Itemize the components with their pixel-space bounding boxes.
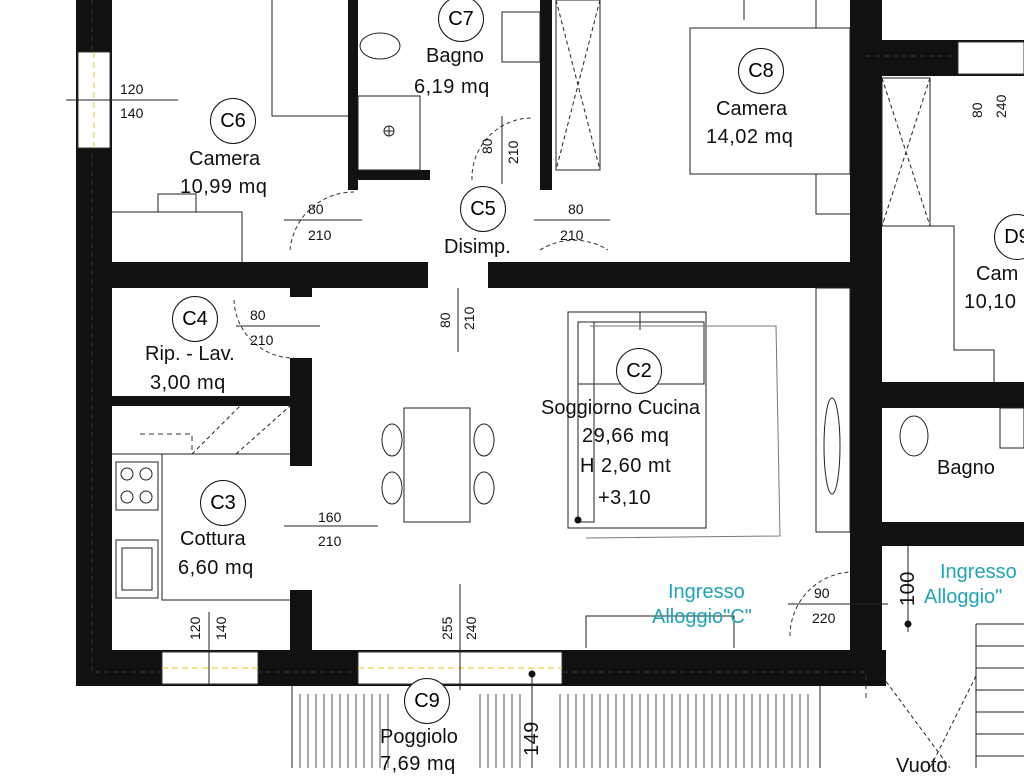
dashed-perimeter: [91, 0, 1024, 700]
room-c2-height: H 2,60 mt: [580, 455, 672, 477]
dim-ingresso-100: 100: [897, 571, 919, 606]
room-c4-name: Rip. - Lav.: [145, 343, 235, 365]
room-c8-name: Camera: [716, 98, 788, 120]
dim-door-c4-h: 210: [250, 332, 274, 348]
dim-door-c8-w: 80: [568, 201, 584, 217]
badge-c9: C9: [404, 678, 450, 724]
room-d9-name: Cam: [976, 263, 1019, 285]
room-c2-level: +3,10: [598, 487, 652, 509]
dim-door-ingresso-w: 90: [814, 585, 830, 601]
dim-window-left-bot: 140: [120, 105, 144, 121]
room-c9-area: 7,69 mq: [380, 753, 456, 775]
dimension-lines: [66, 99, 909, 768]
badge-c3: C3: [200, 480, 246, 526]
room-c2-name: Soggiorno Cucina: [541, 397, 700, 419]
badge-c6: C6: [210, 98, 256, 144]
entrance-d-line2: Alloggio": [924, 586, 1003, 608]
room-c7-area: 6,19 mq: [414, 76, 490, 98]
room-c3-area: 6,60 mq: [178, 557, 254, 579]
room-c3-name: Cottura: [180, 528, 246, 550]
badge-c7: C7: [438, 0, 484, 42]
dim-window-cottura-b: 140: [213, 616, 229, 640]
dimension-dots: [528, 516, 912, 678]
room-c5-name: Disimp.: [444, 236, 511, 258]
entrance-c-line2: Alloggio"C": [652, 606, 752, 628]
furniture: [112, 0, 1024, 768]
dim-window-poggiolo-a: 255: [439, 616, 455, 640]
room-c7-name: Bagno: [426, 45, 484, 67]
entrance-c-line1: Ingresso: [668, 581, 745, 603]
badge-c5: C5: [460, 186, 506, 232]
dim-window-right-a: 80: [969, 102, 985, 118]
dim-opening-kitchen-w: 160: [318, 509, 342, 525]
dim-door-c8-h: 210: [560, 227, 584, 243]
room-d9-area: 10,10: [964, 291, 1017, 313]
dim-door-c6-w: 80: [308, 201, 324, 217]
room-c6-area: 10,99 mq: [180, 176, 268, 198]
room-c8-area: 14,02 mq: [706, 126, 794, 148]
room-vuoto-name: Vuoto: [896, 755, 948, 777]
room-c9-name: Poggiolo: [380, 726, 458, 748]
dim-window-right-b: 240: [993, 94, 1009, 118]
dim-door-c7-w: 80: [479, 138, 495, 154]
room-c6-name: Camera: [189, 148, 261, 170]
dim-door-ingresso-h: 220: [812, 610, 836, 626]
room-c2-area: 29,66 mq: [582, 425, 670, 447]
balcony-hatch: [299, 694, 809, 768]
room-c4-area: 3,00 mq: [150, 372, 226, 394]
badge-c8: C8: [738, 48, 784, 94]
dim-window-cottura-a: 120: [187, 616, 203, 640]
door-swings: [233, 117, 851, 637]
dim-door-c7-h: 210: [505, 140, 521, 164]
dim-window-left-top: 120: [120, 81, 144, 97]
dim-door-soggiorno-w: 80: [437, 312, 453, 328]
badge-c2: C2: [616, 348, 662, 394]
dim-door-c4-w: 80: [250, 307, 266, 323]
dim-poggiolo-149: 149: [521, 721, 543, 756]
badge-c4: C4: [172, 296, 218, 342]
room-bagno-right-name: Bagno: [937, 457, 995, 479]
dim-opening-kitchen-h: 210: [318, 533, 342, 549]
entrance-d-line1: Ingresso: [940, 561, 1017, 583]
dim-door-c6-h: 210: [308, 227, 332, 243]
dim-door-soggiorno-h: 210: [461, 306, 477, 330]
dim-window-poggiolo-b: 240: [463, 616, 479, 640]
